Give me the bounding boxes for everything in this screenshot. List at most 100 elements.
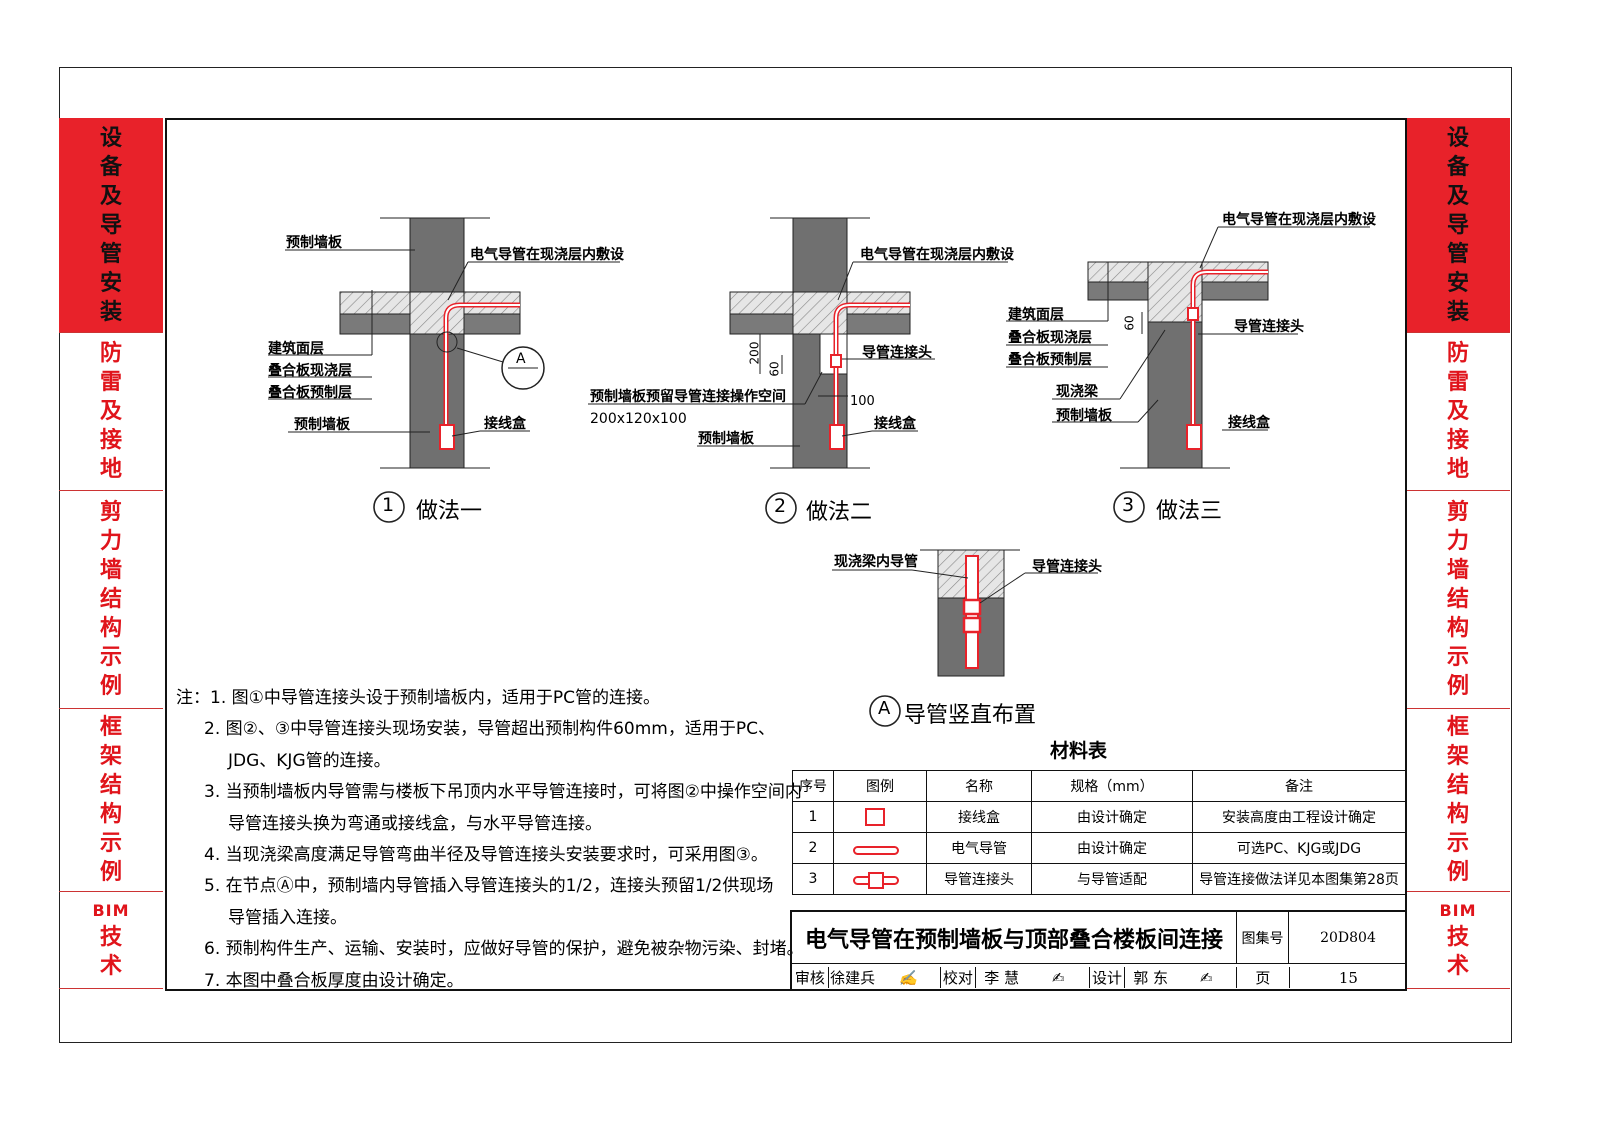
fig1-precast-label: 叠合板预制层 [268,385,352,401]
side-tab-char: 设 [1446,125,1469,151]
checker-signature: ✍ [1051,968,1065,987]
note-line: JDG、KJG管的连接。 [228,750,391,771]
fig3-precast-label: 叠合板预制层 [1008,352,1092,368]
side-tab-char: 剪 [99,500,122,525]
side-tab-char: 技 [1446,925,1469,950]
side-tab-char: 接 [1446,428,1469,453]
fig2-wall-label: 预制墙板 [698,431,754,447]
fig2-box-label: 接线盒 [874,416,916,432]
fig1-wall-top-label: 预制墙板 [286,235,342,251]
side-tab-char: 装 [1446,299,1469,325]
side-tab-char: 及 [99,183,122,209]
designer: 郭 东 [1133,969,1169,987]
side-tab-0[interactable]: 设备及导管安装 [59,118,163,333]
header-remark: 备注 [1192,770,1406,802]
side-tab-2[interactable]: 剪力墙结构示例 [1406,491,1510,709]
note-line: 6. 预制构件生产、运输、安装时，应做好导管的保护，避免被杂物污染、封堵。 [204,939,804,960]
side-tab-char: 及 [1446,399,1469,424]
detail-a-vertical-conduit [832,549,1098,727]
fig3-caption-number: 3 [1122,494,1135,516]
detail-a-caption: 导管竖直布置 [904,703,1037,728]
note-line: 2. 图②、③中导管连接头现场安装，导管超出预制构件60mm，适用于PC、 [204,719,775,740]
side-tab-char: 构 [1446,616,1469,641]
signature-row: 审核 徐建兵 ✍ 校对 李 慧 ✍ 设计 郭 东 ✍ 页 15 [792,964,1407,991]
side-tab-char: 安 [99,270,122,296]
side-tab-char: 力 [1446,529,1469,554]
fig3-caption: 做法三 [1156,499,1223,524]
side-tab-2[interactable]: 剪力墙结构示例 [59,491,163,709]
fig1-caption: 做法一 [416,499,483,524]
side-tab-char: 结 [1446,587,1469,612]
side-tab-char: 结 [1446,773,1469,798]
side-tab-char: 术 [1446,954,1469,979]
fig1-detail-ref-label: A [516,351,526,367]
detail-a-beam-conduit-label: 现浇梁内导管 [834,554,918,570]
atlas-number: 20D804 [1289,912,1407,964]
fig3-finish-label: 建筑面层 [1008,307,1064,323]
fig2-joint-label: 导管连接头 [862,345,932,361]
design-label: 设计 [1089,967,1125,988]
fig1-cast-label: 叠合板现浇层 [268,363,352,379]
drawing-sheet-border [59,67,1512,1043]
figure-3-method-three [1006,226,1370,523]
side-tab-char: 导 [99,212,122,238]
note-line: 7. 本图中叠合板厚度由设计确定。 [204,970,464,991]
fig2-conduit-label: 电气导管在现浇层内敷设 [860,247,1014,263]
note-line: 注：1. 图①中导管连接头设于预制墙板内，适用于PC管的连接。 [176,688,660,708]
fig3-beam-label: 现浇梁 [1056,384,1098,400]
side-tab-char: 管 [1446,241,1469,267]
figure-1-method-one [268,217,620,523]
fig2-dim-100: 100 [850,394,875,409]
drawing-frame [165,118,1407,991]
page-number: 15 [1338,968,1358,987]
side-tab-char: 防 [1446,341,1469,366]
side-tab-char: 备 [99,154,122,180]
side-tab-char: 设 [99,125,122,151]
table-row: 2 电气导管 由设计确定 可选PC、KJG或JDG [792,832,1406,864]
side-tab-char: 构 [99,802,122,827]
side-tab-char: 地 [1446,457,1469,482]
note-line: 3. 当预制墙板内导管需与楼板下吊顶内水平导管连接时，可将图②中操作空间内 [204,782,802,803]
detail-a-joint-label: 导管连接头 [1032,559,1102,575]
side-tab-char: 例 [1446,674,1469,699]
title-block: 电气导管在预制墙板与顶部叠合楼板间连接 图集号 20D804 审核 徐建兵 ✍ … [790,910,1407,991]
fig2-caption-number: 2 [774,495,787,517]
checker: 李 慧 [984,969,1020,987]
note-line: 导管连接头换为弯通或接线盒，与水平导管连接。 [228,813,602,834]
side-tab-char: 技 [99,925,122,950]
side-tab-char: 框 [99,715,122,740]
side-tab-3[interactable]: 框架结构示例 [59,709,163,892]
side-tab-0[interactable]: 设备及导管安装 [1406,118,1510,333]
side-tab-char: 例 [99,860,122,885]
side-tab-char: 示 [1446,645,1469,670]
header-legend: 图例 [833,770,927,802]
fig3-dim-60: 60 [1122,315,1137,331]
note-line: 导管插入连接。 [228,907,347,928]
fig1-box-label: 接线盒 [484,416,526,432]
side-tab-char: 架 [1446,744,1469,769]
reviewer-signature: ✍ [898,968,918,987]
side-tab-char: 导 [1446,212,1469,238]
side-tab-char: 雷 [1446,370,1469,395]
side-tab-4[interactable]: BIM 技术 [1406,892,1510,989]
side-tab-char: 构 [1446,802,1469,827]
review-label: 审核 [792,967,829,988]
side-tab-char: 示 [1446,831,1469,856]
side-tab-3[interactable]: 框架结构示例 [1406,709,1510,892]
atlas-label: 图集号 [1237,912,1289,964]
side-tab-char: 框 [1446,715,1469,740]
side-tab-1[interactable]: 防雷及接地 [1406,333,1510,491]
fig3-box-label: 接线盒 [1228,415,1270,431]
side-tab-1[interactable]: 防雷及接地 [59,333,163,491]
material-table: 序号 图例 名称 规格（mm） 备注 1 接线盒 由设计确定 安装高度由工程设计… [792,770,1406,895]
side-tab-char: 示 [99,831,122,856]
side-tab-char: 防 [99,341,122,366]
reviewer: 徐建兵 [830,969,876,987]
side-tab-char: 接 [99,428,122,453]
fig2-dim-200: 200 [747,341,762,365]
fig2-space-label: 预制墙板预留导管连接操作空间 [590,389,786,405]
fig3-conduit-label: 电气导管在现浇层内敷设 [1222,212,1376,228]
side-tab-char: BIM [1439,901,1477,920]
junction-box [439,424,455,450]
